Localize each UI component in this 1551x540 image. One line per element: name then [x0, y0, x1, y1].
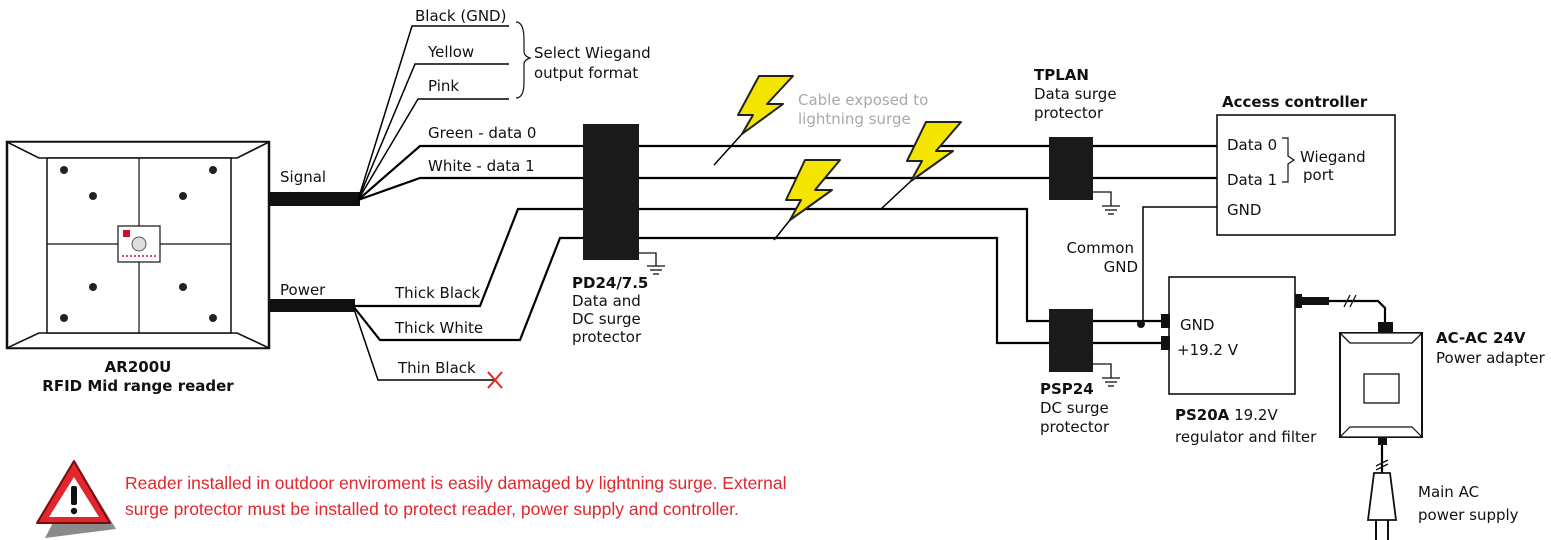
select-wiegand-line2: output format — [534, 64, 638, 82]
ps20a-spec: 19.2V — [1234, 406, 1278, 424]
wire-green: Green - data 0 — [428, 124, 536, 142]
tplan-ground-icon — [1093, 191, 1120, 215]
tplan-line1: Data surge — [1034, 85, 1117, 103]
mains-line1: Main AC — [1418, 483, 1479, 501]
ps20a-gnd: GND — [1180, 316, 1214, 334]
access-controller-box — [1216, 114, 1396, 236]
adapter-name: AC-AC 24V — [1436, 329, 1526, 347]
warning-line1: Reader installed in outdoor enviroment i… — [125, 473, 787, 493]
reader-description: RFID Mid range reader — [42, 377, 234, 395]
tplan-name: TPLAN — [1034, 66, 1089, 84]
ps20a-name: PS20A — [1175, 406, 1230, 424]
tplan-line2: protector — [1034, 104, 1104, 122]
wire-white: White - data 1 — [428, 157, 535, 175]
psp24-line1: DC surge — [1040, 399, 1109, 417]
ps20a-voltage: +19.2 V — [1177, 341, 1239, 359]
controller-data0: Data 0 — [1227, 136, 1277, 154]
lightning-icon — [737, 75, 794, 135]
common-gnd-wire — [1142, 206, 1217, 325]
select-bracket — [515, 21, 532, 99]
cable-exposed-line1: Cable exposed to — [798, 91, 928, 109]
power-adapter — [1338, 322, 1424, 445]
junction-dot — [1137, 320, 1145, 328]
ps20a-terminals — [1161, 314, 1170, 350]
wiegand-port-line2: port — [1303, 166, 1334, 184]
bolt-strike-line — [773, 219, 791, 241]
wiegand-bracket — [1282, 137, 1296, 183]
wire-thick-black: Thick Black — [394, 284, 480, 302]
pd24-line3: protector — [572, 328, 642, 346]
ps20a-line2: regulator and filter — [1175, 428, 1317, 446]
access-controller-title: Access controller — [1222, 93, 1368, 111]
lightning-icons — [737, 75, 962, 221]
signal-label: Signal — [280, 168, 326, 186]
bolt-strike-line — [880, 180, 912, 210]
power-cable — [269, 299, 355, 312]
warning-line2: surge protector must be installed to pro… — [125, 499, 739, 519]
lightning-icon — [906, 121, 962, 182]
signal-cable — [269, 192, 360, 206]
wiegand-port-line1: Wiegand — [1300, 148, 1366, 166]
common-gnd-line1: Common — [1066, 239, 1134, 257]
controller-data1: Data 1 — [1227, 171, 1277, 189]
signal-wires — [357, 25, 1217, 202]
ps20a-box — [1168, 276, 1296, 395]
controller-gnd: GND — [1227, 201, 1261, 219]
pd24-line2: DC surge — [572, 310, 641, 328]
pd24-ground-icon — [639, 252, 665, 275]
psp24-protector — [1049, 309, 1093, 372]
cable-exposed-line2: lightning surge — [798, 110, 911, 128]
wire-thin-black: Thin Black — [397, 359, 476, 377]
wire-pink: Pink — [428, 77, 459, 95]
ps20a-title: PS20A 19.2V — [1175, 406, 1278, 424]
select-wiegand-line1: Select Wiegand — [534, 44, 651, 62]
wire-black-gnd: Black (GND) — [415, 7, 506, 25]
dc-connector — [1295, 294, 1387, 330]
psp24-line2: protector — [1040, 418, 1110, 436]
pd24-line1: Data and — [572, 292, 641, 310]
unused-wire-cross-icon — [487, 371, 503, 389]
warning-icon — [36, 460, 116, 538]
psp24-name: PSP24 — [1040, 380, 1094, 398]
common-gnd-line2: GND — [1104, 258, 1138, 276]
mains-plug-icon — [1366, 445, 1398, 540]
power-label: Power — [280, 281, 326, 299]
lightning-icon — [785, 159, 841, 221]
adapter-desc: Power adapter — [1436, 349, 1546, 367]
pd24-name: PD24/7.5 — [572, 274, 648, 292]
pd24-protector — [583, 124, 639, 260]
mains-line2: power supply — [1418, 506, 1519, 524]
tplan-protector — [1049, 137, 1093, 200]
wire-yellow: Yellow — [427, 43, 474, 61]
rfid-reader — [5, 140, 271, 350]
bolt-strike-line — [713, 133, 743, 166]
wire-thick-white: Thick White — [394, 319, 483, 337]
psp24-ground-icon — [1093, 363, 1120, 387]
reader-model: AR200U — [105, 358, 172, 376]
